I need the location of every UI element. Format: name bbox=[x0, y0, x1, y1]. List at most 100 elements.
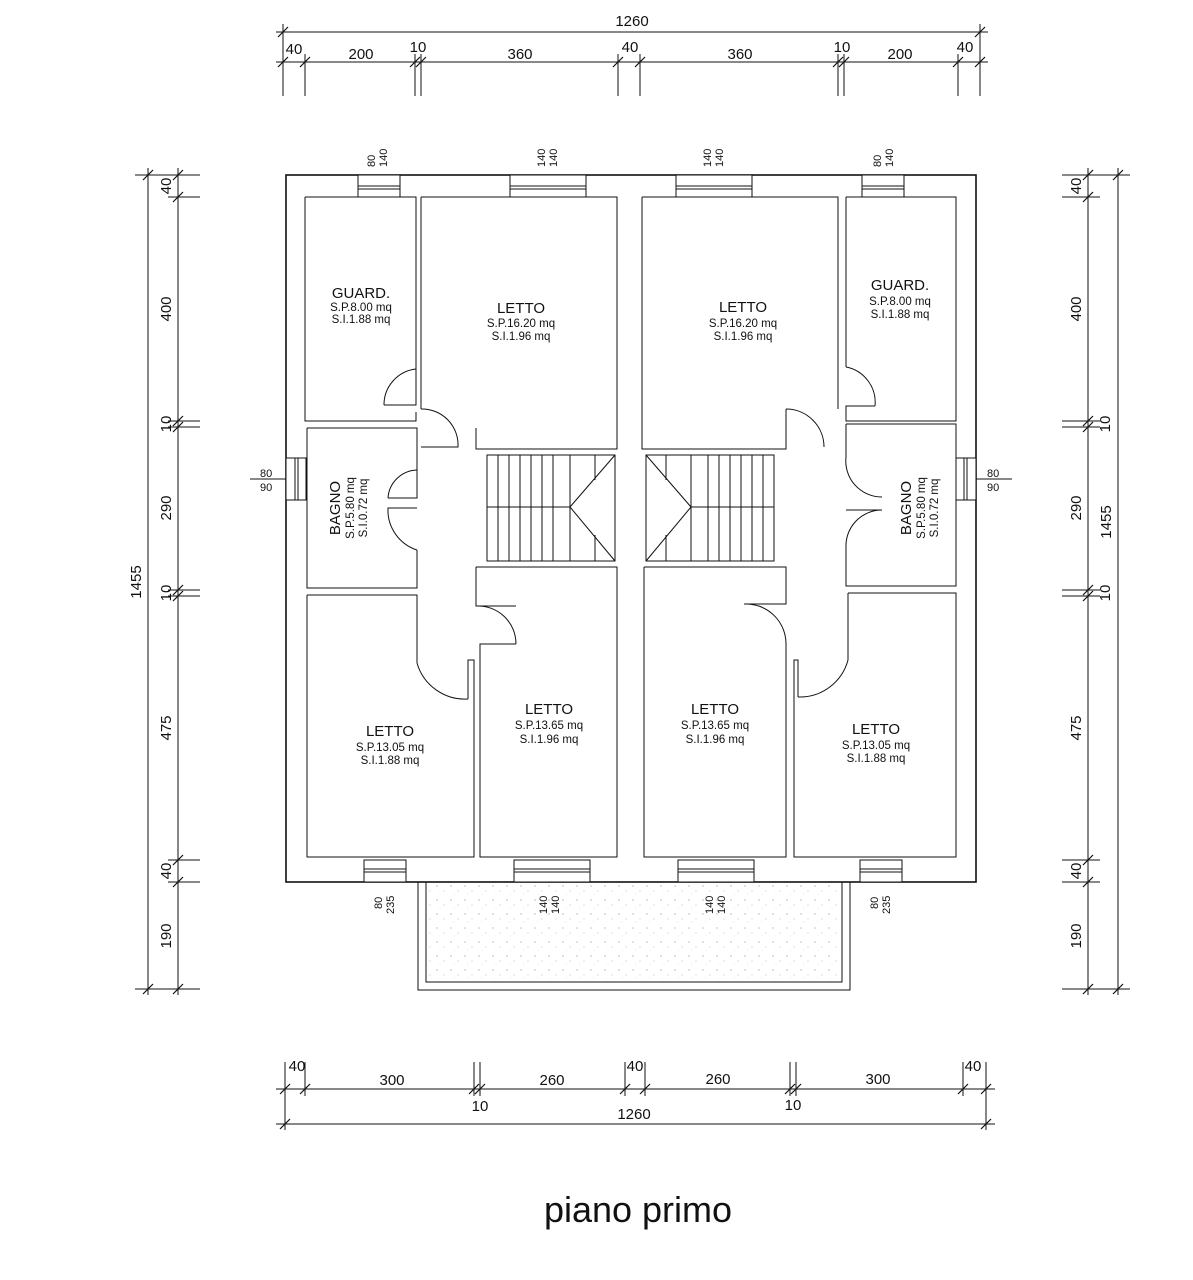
room-letto-top-left: LETTO S.P.16.20 mq S.I.1.96 mq bbox=[487, 300, 555, 343]
right-dim-6: 475 bbox=[1068, 715, 1085, 740]
window-top-4-height: 140 bbox=[884, 149, 896, 167]
left-dim-6: 475 bbox=[158, 715, 175, 740]
window-top-1-height: 140 bbox=[378, 149, 390, 167]
window-right-width: 80 bbox=[987, 468, 999, 480]
room-name: GUARD. bbox=[871, 277, 929, 294]
room-sp: S.P.13.65 mq bbox=[681, 720, 749, 732]
left-dim-5: 10 bbox=[158, 585, 175, 602]
room-name: BAGNO bbox=[327, 481, 344, 535]
room-si: S.I.0.72 mq bbox=[929, 479, 941, 538]
left-dim-2: 400 bbox=[158, 296, 175, 321]
window-left-width: 80 bbox=[260, 468, 272, 480]
room-sp: S.P.13.65 mq bbox=[515, 720, 583, 732]
window-bottom-1-width: 80 bbox=[373, 897, 385, 909]
room-sp: S.P.16.20 mq bbox=[487, 318, 555, 330]
room-si: S.I.1.88 mq bbox=[871, 309, 930, 321]
room-si: S.I.1.88 mq bbox=[332, 314, 391, 326]
top-dim-2: 200 bbox=[348, 46, 373, 63]
top-dimensions: 1260 40 200 10 360 40 36 bbox=[276, 13, 988, 96]
stairs-right bbox=[645, 454, 775, 562]
right-total-dimension: 1455 bbox=[1098, 505, 1115, 538]
window-bottom-4-height: 235 bbox=[881, 896, 893, 914]
window-labels: 80 140 140 140 140 140 80 140 80 235 140… bbox=[250, 149, 1012, 914]
top-dim-3: 10 bbox=[410, 39, 427, 56]
right-dim-7: 40 bbox=[1068, 863, 1085, 880]
room-name: LETTO bbox=[366, 723, 414, 740]
left-dim-4: 290 bbox=[158, 495, 175, 520]
window-bottom-2-height: 140 bbox=[550, 896, 562, 914]
window-top-1-width: 80 bbox=[366, 155, 378, 167]
left-dim-1: 40 bbox=[158, 178, 175, 195]
room-si: S.I.1.88 mq bbox=[361, 755, 420, 767]
plan-title: piano primo bbox=[544, 1189, 732, 1230]
stairs-left bbox=[486, 454, 616, 562]
room-name: LETTO bbox=[852, 721, 900, 738]
room-si: S.I.1.96 mq bbox=[520, 734, 579, 746]
bottom-dim-4: 40 bbox=[627, 1058, 644, 1075]
building-walls bbox=[285, 174, 977, 991]
bottom-dimensions: 40 300 260 40 260 300 40 10 10 1260 bbox=[276, 1058, 995, 1130]
top-dim-1: 40 bbox=[286, 41, 303, 58]
right-dim-5: 10 bbox=[1097, 585, 1114, 602]
window-left-height: 90 bbox=[260, 482, 272, 494]
window-bottom-1-height: 235 bbox=[385, 896, 397, 914]
window-top-3-width: 140 bbox=[702, 149, 714, 167]
right-dim-1: 40 bbox=[1068, 178, 1085, 195]
right-dim-8: 190 bbox=[1068, 923, 1085, 948]
right-dimensions: 40 400 10 290 10 475 40 190 1455 bbox=[1062, 168, 1130, 995]
top-dim-8: 200 bbox=[887, 46, 912, 63]
room-letto-bottom-left: LETTO S.P.13.05 mq S.I.1.88 mq bbox=[356, 723, 424, 767]
room-guard-left: GUARD. S.P.8.00 mq S.I.1.88 mq bbox=[330, 285, 392, 326]
room-name: BAGNO bbox=[898, 481, 915, 535]
room-letto-bottom-mid-right: LETTO S.P.13.65 mq S.I.1.96 mq bbox=[681, 701, 749, 746]
window-right-height: 90 bbox=[987, 482, 999, 494]
room-bagno-left: BAGNO S.P.5.80 mq S.I.0.72 mq bbox=[327, 477, 370, 539]
room-sp: S.P.16.20 mq bbox=[709, 318, 777, 330]
bottom-dim-3: 260 bbox=[539, 1072, 564, 1089]
room-si: S.I.1.88 mq bbox=[847, 753, 906, 765]
window-bottom-3-height: 140 bbox=[716, 896, 728, 914]
room-name: LETTO bbox=[719, 299, 767, 316]
room-letto-top-right: LETTO S.P.16.20 mq S.I.1.96 mq bbox=[709, 299, 777, 343]
room-si: S.I.1.96 mq bbox=[492, 331, 551, 343]
window-top-4-width: 80 bbox=[872, 155, 884, 167]
right-dim-2: 400 bbox=[1068, 296, 1085, 321]
room-bagno-right: BAGNO S.P.5.80 mq S.I.0.72 mq bbox=[898, 477, 941, 539]
room-si: S.I.1.96 mq bbox=[686, 734, 745, 746]
room-name: LETTO bbox=[691, 701, 739, 718]
bottom-dim-6: 300 bbox=[865, 1071, 890, 1088]
right-dim-4: 290 bbox=[1068, 495, 1085, 520]
window-bottom-3-width: 140 bbox=[704, 896, 716, 914]
window-top-2-width: 140 bbox=[536, 149, 548, 167]
right-dim-3: 10 bbox=[1097, 416, 1114, 433]
room-letto-bottom-mid-left: LETTO S.P.13.65 mq S.I.1.96 mq bbox=[515, 701, 583, 746]
top-dim-7: 10 bbox=[834, 39, 851, 56]
bottom-dim-2: 300 bbox=[379, 1072, 404, 1089]
room-sp: S.P.5.80 mq bbox=[345, 477, 357, 539]
room-labels: GUARD. S.P.8.00 mq S.I.1.88 mq LETTO S.P… bbox=[327, 277, 941, 767]
room-sp: S.P.13.05 mq bbox=[356, 742, 424, 754]
window-bottom-2-width: 140 bbox=[538, 896, 550, 914]
left-dim-3: 10 bbox=[158, 416, 175, 433]
window-top-2-height: 140 bbox=[548, 149, 560, 167]
room-sp: S.P.8.00 mq bbox=[330, 302, 392, 314]
room-sp: S.P.5.80 mq bbox=[916, 477, 928, 539]
bottom-dim-7: 40 bbox=[965, 1058, 982, 1075]
room-sp: S.P.8.00 mq bbox=[869, 296, 931, 308]
balcony bbox=[417, 881, 851, 991]
bottom-dim-8: 10 bbox=[472, 1098, 489, 1115]
room-sp: S.P.13.05 mq bbox=[842, 740, 910, 752]
window-bottom-4-width: 80 bbox=[869, 897, 881, 909]
room-name: GUARD. bbox=[332, 285, 390, 302]
room-name: LETTO bbox=[525, 701, 573, 718]
left-dim-8: 190 bbox=[158, 923, 175, 948]
room-si: S.I.0.72 mq bbox=[358, 479, 370, 538]
top-dim-5: 40 bbox=[622, 39, 639, 56]
room-letto-bottom-right: LETTO S.P.13.05 mq S.I.1.88 mq bbox=[842, 721, 910, 765]
left-dim-7: 40 bbox=[158, 863, 175, 880]
top-total-dimension: 1260 bbox=[615, 13, 648, 30]
bottom-dim-1: 40 bbox=[289, 1058, 306, 1075]
window-top-3-height: 140 bbox=[714, 149, 726, 167]
left-total-dimension: 1455 bbox=[128, 565, 145, 598]
